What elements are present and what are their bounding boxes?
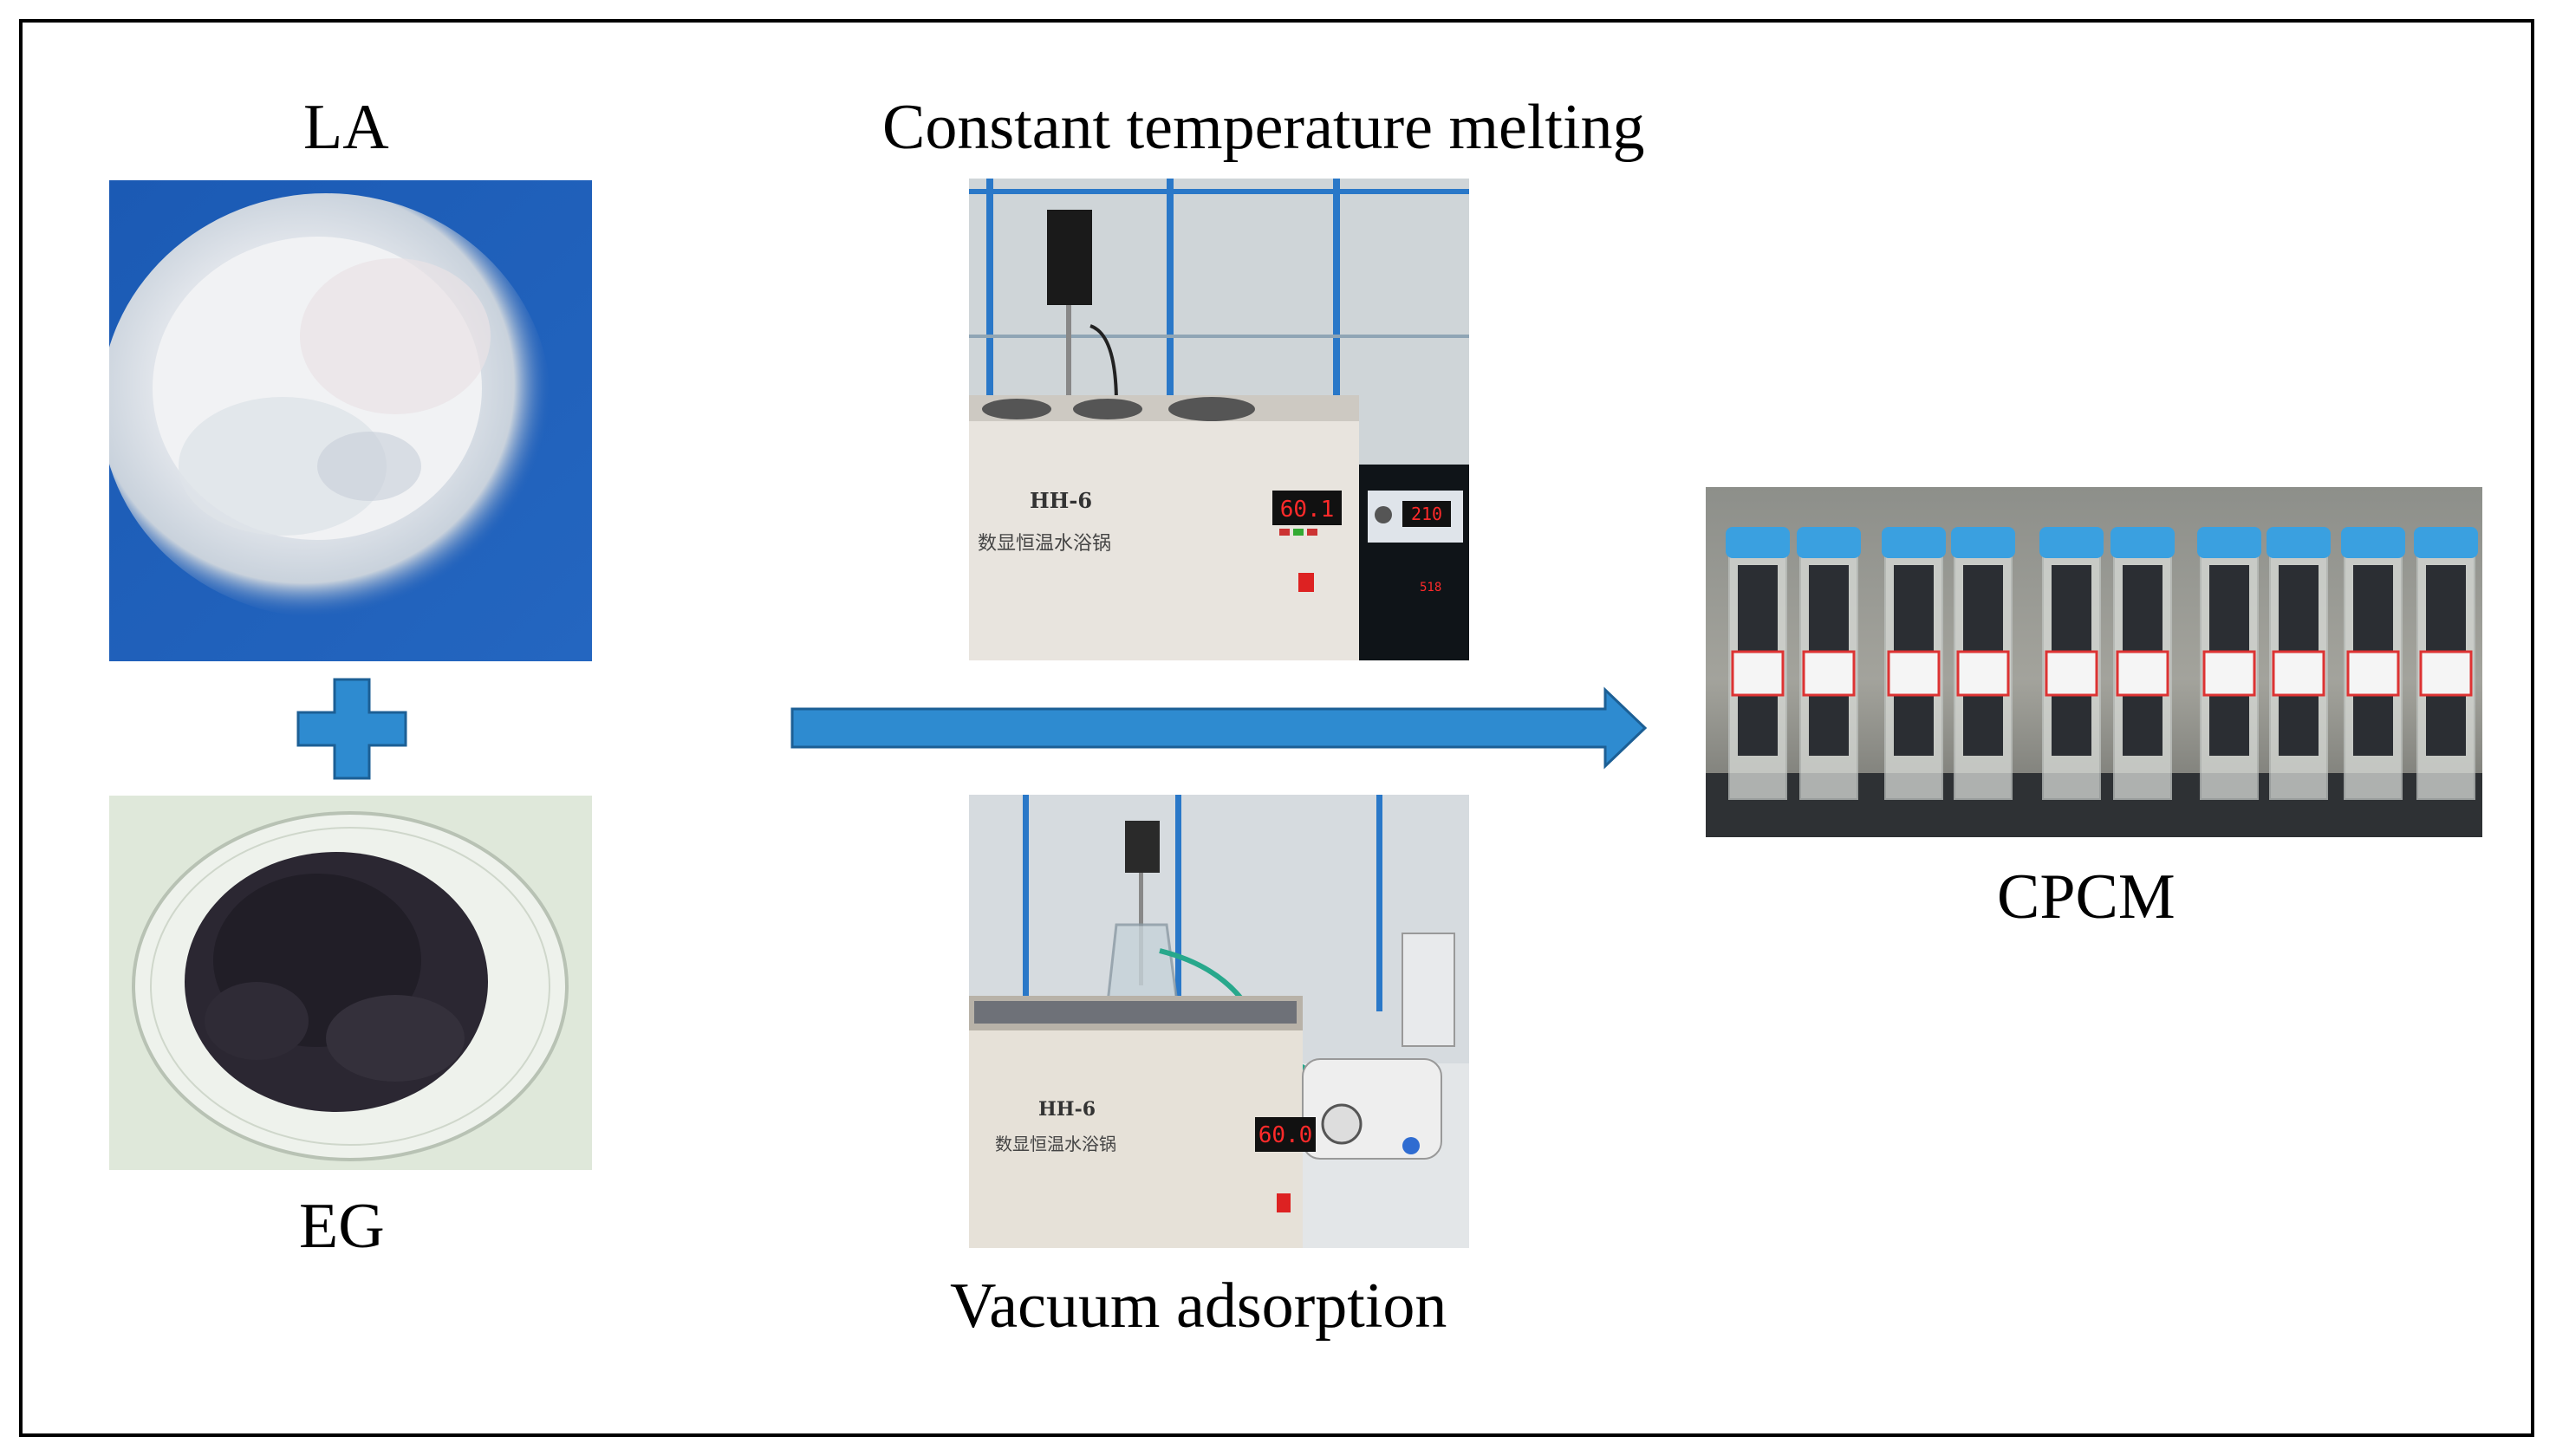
svg-text:518: 518 [1420, 581, 1441, 595]
sample-tube [1882, 527, 1946, 800]
la-label: LA [303, 92, 389, 163]
melting-apparatus-photo: 210 60.1 HH-6 数显恒温水浴锅 518 [969, 179, 1469, 660]
la-powder-photo [109, 180, 592, 661]
vacuum-apparatus-photo: 60.0 HH-6 数显恒温水浴锅 [969, 795, 1469, 1248]
vacuum-name-text: 数显恒温水浴锅 [995, 1134, 1116, 1154]
sample-tube [1726, 527, 1790, 800]
melting-model-text: HH-6 [1030, 488, 1092, 513]
melting-temp-display: 60.1 [1280, 497, 1335, 523]
eg-label: EG [299, 1191, 385, 1262]
vacuum-model-text: HH-6 [1038, 1098, 1096, 1121]
sample-tube [2267, 527, 2331, 800]
vacuum-temp-display: 60.0 [1258, 1122, 1313, 1148]
cpcm-label: CPCM [1997, 861, 2176, 933]
figure-frame [19, 19, 2534, 1437]
plus-icon [296, 678, 407, 780]
eg-powder-photo [109, 796, 592, 1170]
sample-tube [2110, 527, 2175, 800]
sample-tube [2039, 527, 2104, 800]
sample-tube [1951, 527, 2015, 800]
right-arrow-icon [787, 685, 1650, 771]
melting-label: Constant temperature melting [882, 92, 1645, 163]
melting-name-text: 数显恒温水浴锅 [978, 533, 1111, 555]
sample-tube [2197, 527, 2261, 800]
sample-tube [2414, 527, 2478, 800]
controller-display: 210 [1411, 504, 1442, 524]
sample-tube [2341, 527, 2405, 800]
sample-tube [1797, 527, 1861, 800]
vacuum-label: Vacuum adsorption [950, 1271, 1447, 1342]
cpcm-samples-photo [1706, 487, 2482, 837]
